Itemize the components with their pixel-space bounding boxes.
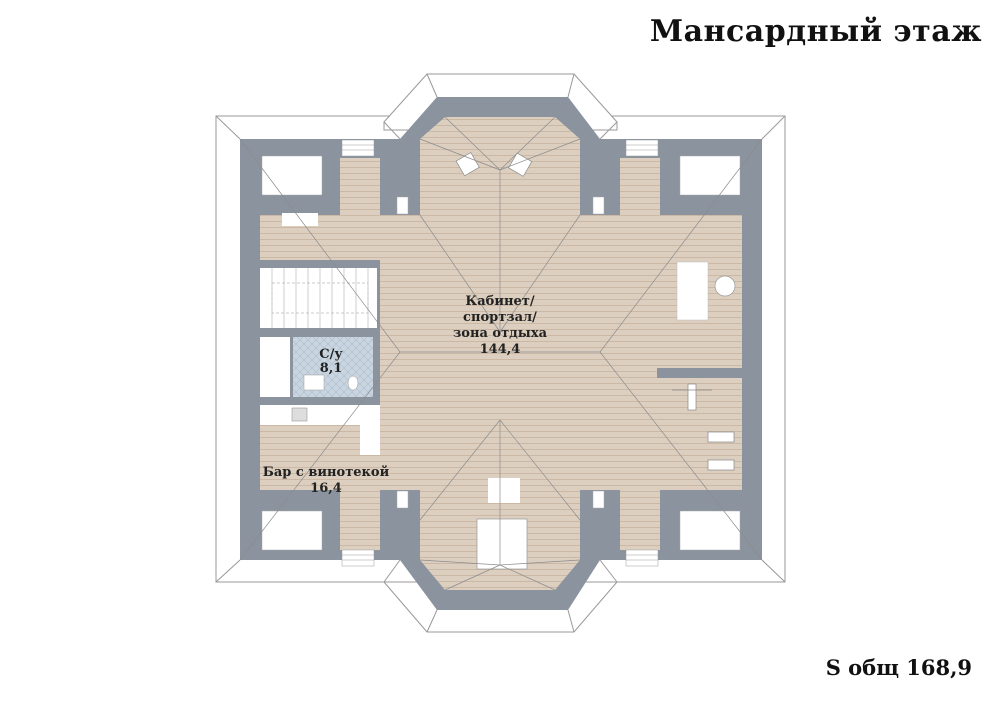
room-name: спортзал/ [463,310,537,325]
desk [676,261,709,321]
room-area: 16,4 [310,481,342,496]
bar-sink-icon [291,407,308,422]
room-label-bar: Бар с винотекой 16,4 [263,465,390,496]
closet [260,337,290,397]
armchair-icon [455,152,533,177]
fireplace [476,518,528,570]
skylight [488,478,520,503]
room-name: зона отдыха [453,326,548,341]
window-openings [261,155,741,551]
chair-icon [714,275,736,297]
page-title: Мансардный этаж [649,14,982,49]
sink-icon [303,374,325,391]
room-area: 144,4 [480,342,521,357]
stair-steps [341,139,659,567]
room-label-office: Кабинет/ спортзал/ зона отдыха 144,4 [453,294,548,357]
gym-equipment-icon [672,383,735,471]
staircase [260,268,377,328]
bench [282,213,318,226]
roof-ridge-lines [239,116,763,591]
partition-wall [657,368,742,378]
room-name: С/у [319,347,343,362]
toilet-icon [347,375,359,391]
room-name: Бар с винотекой [263,465,390,480]
total-area: S общ 168,9 [825,655,972,680]
room-area: 8,1 [320,361,343,376]
room-name: Кабинет/ [465,294,534,309]
room-label-bathroom: С/у 8,1 [319,347,343,376]
